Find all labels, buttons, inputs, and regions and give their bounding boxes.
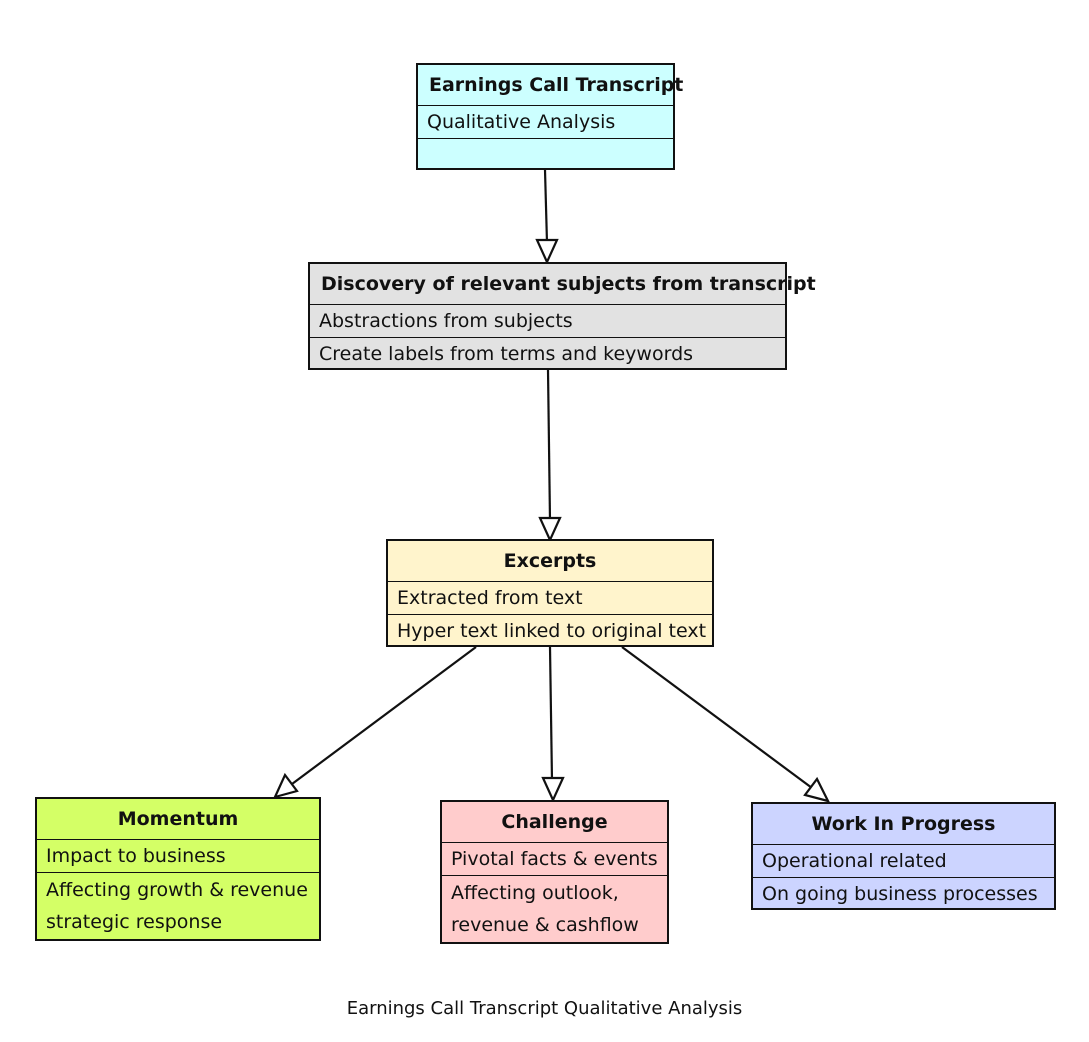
node-row: Extracted from text	[397, 587, 583, 609]
edge-excerpts-to-challenge	[541, 646, 565, 803]
node-row: revenue & cashflow	[451, 914, 639, 936]
node-earnings-call-transcript: Earnings Call Transcript Qualitative Ana…	[416, 63, 683, 171]
node-row: Qualitative Analysis	[427, 111, 616, 133]
node-title: Discovery of relevant subjects from tran…	[310, 264, 816, 305]
node-row-empty	[418, 138, 673, 171]
node-row: Abstractions from subjects	[319, 310, 573, 332]
node-challenge: Challenge Pivotal facts & events Affecti…	[440, 800, 669, 944]
node-row: Create labels from terms and keywords	[310, 337, 785, 370]
node-title: Earnings Call Transcript	[418, 65, 683, 106]
node-row: On going business processes	[753, 877, 1054, 910]
edge-discovery-to-excerpts	[538, 369, 562, 543]
node-discovery: Discovery of relevant subjects from tran…	[308, 262, 816, 370]
edge-excerpts-to-momentum	[273, 646, 477, 799]
node-momentum: Momentum Impact to business Affecting gr…	[35, 797, 321, 941]
node-work-in-progress: Work In Progress Operational related On …	[751, 802, 1056, 910]
node-row: Hyper text linked to original text	[388, 614, 712, 647]
node-row: Impact to business	[46, 845, 226, 867]
edge-excerpts-to-wip	[621, 646, 831, 803]
diagram-caption: Earnings Call Transcript Qualitative Ana…	[346, 998, 743, 1019]
node-row: Affecting growth & revenue	[37, 872, 319, 907]
node-title: Work In Progress	[753, 804, 1054, 845]
node-row: strategic response	[46, 911, 223, 933]
node-row: Pivotal facts & events	[451, 848, 658, 870]
node-excerpts: Excerpts Extracted from text Hyper text …	[386, 539, 714, 647]
node-title: Challenge	[442, 802, 667, 843]
node-title: Momentum	[37, 799, 319, 840]
edge-transcript-to-discovery	[535, 169, 559, 265]
node-row: Affecting outlook,	[442, 875, 667, 910]
node-row: Operational related	[762, 850, 947, 872]
node-title: Excerpts	[388, 541, 712, 582]
